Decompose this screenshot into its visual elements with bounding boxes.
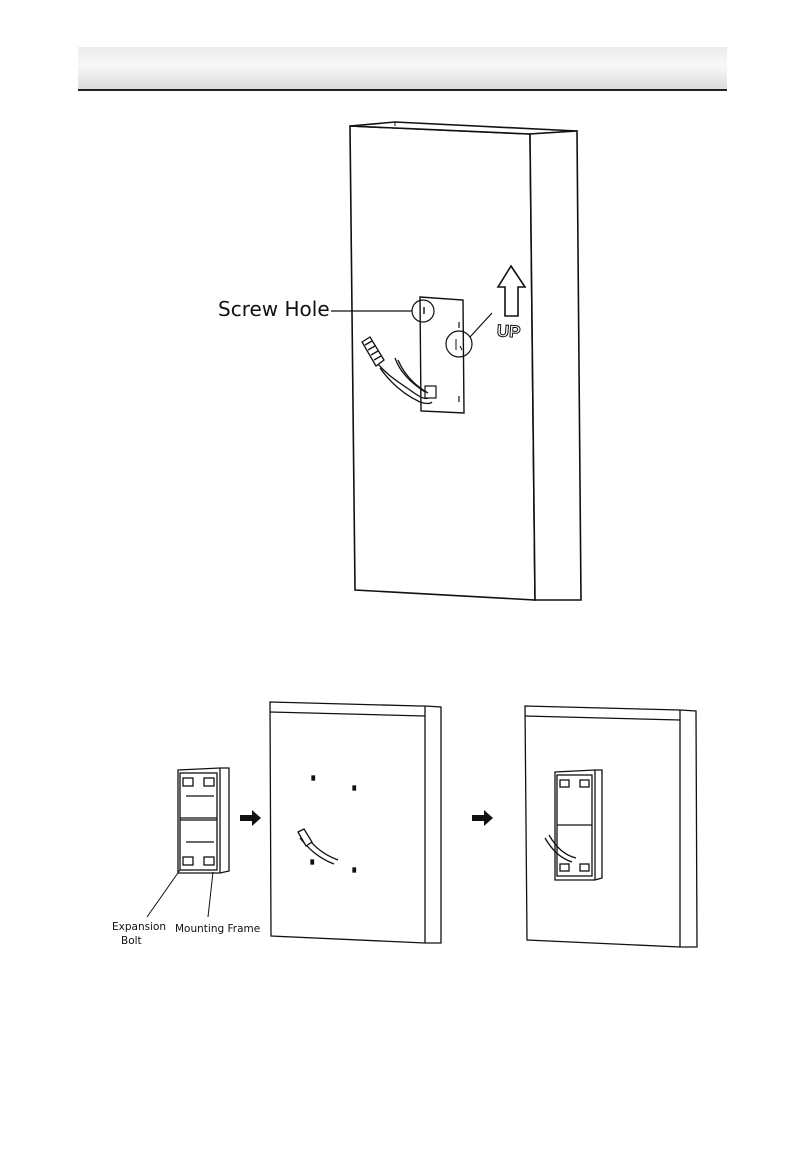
screw-hole-label: Screw Hole [218,297,330,321]
expansion-bolt-label-line2: Bolt [121,935,142,947]
mounting-frame-label: Mounting Frame [175,923,260,935]
mounting-frame-standalone [178,768,229,873]
step-arrow-icon-2 [472,810,493,826]
figure-1-wall-screw-hole [331,122,581,600]
wall-side-face [530,131,581,600]
step-arrow-icon-1 [240,810,261,826]
expansion-bolt-label-line1: Expansion [112,921,166,933]
mounting-frame-leader [208,872,213,917]
wall-with-drilled-holes [270,702,441,943]
up-label: UP [496,321,521,342]
expansion-bolt-leader [147,870,180,917]
wall-with-installed-frame [525,706,697,947]
